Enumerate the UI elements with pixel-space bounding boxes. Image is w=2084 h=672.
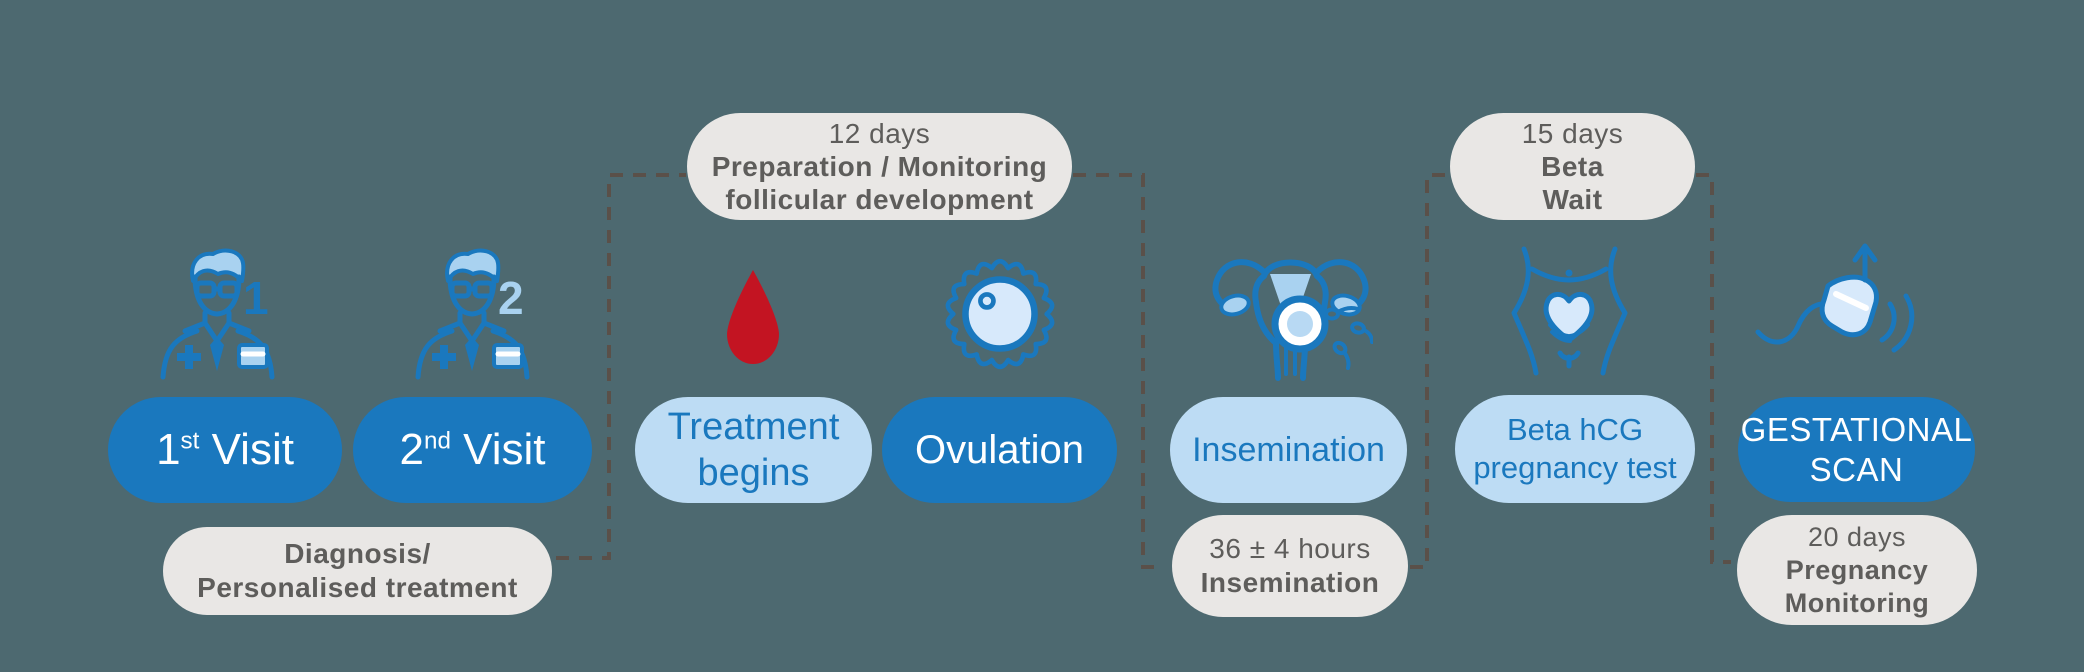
ovulation-label: Ovulation	[915, 427, 1084, 472]
ultrasound-icon	[1752, 240, 1932, 372]
treatment-begins-line1: Treatment	[667, 406, 840, 448]
beta-wait-line2: Beta	[1541, 151, 1604, 182]
pill-first-visit: 1st Visit	[108, 397, 342, 503]
pill-beta-wait: 15 days Beta Wait	[1450, 113, 1695, 220]
uterus-icon	[1208, 248, 1374, 383]
gestational-scan-line2: SCAN	[1809, 450, 1904, 488]
beta-hcg-line1: Beta hCG	[1506, 412, 1644, 447]
ovum-icon	[944, 258, 1056, 370]
preparation-days: 12 days	[828, 118, 931, 149]
beta-wait-days: 15 days	[1521, 118, 1624, 149]
treatment-begins-line2: begins	[697, 452, 810, 494]
preparation-line2: Preparation / Monitoring	[711, 151, 1048, 182]
pill-insemination-timing: 36 ± 4 hours Insemination	[1172, 515, 1408, 617]
beta-hcg-line2: pregnancy test	[1473, 450, 1677, 485]
insemination-timing-label: Insemination	[1200, 567, 1380, 598]
dashed-connector-insemination-to-betawait	[1410, 173, 1449, 569]
pill-insemination: Insemination	[1170, 397, 1407, 503]
first-visit-word: Visit	[211, 425, 294, 474]
pregnancy-monitoring-days: 20 days	[1807, 521, 1907, 552]
pill-beta-hcg: Beta hCG pregnancy test	[1455, 395, 1695, 503]
second-visit-word: Visit	[463, 425, 546, 474]
diagnosis-line1: Diagnosis/	[284, 538, 431, 569]
second-visit-label: 2nd Visit	[400, 425, 546, 475]
belly-heart-icon	[1502, 245, 1637, 380]
pill-preparation-monitoring: 12 days Preparation / Monitoring follicu…	[687, 113, 1072, 220]
second-visit-ordinal: nd	[424, 427, 451, 455]
blood-drop-icon	[722, 268, 784, 368]
first-visit-number: 1	[156, 425, 181, 474]
pill-second-visit: 2nd Visit	[353, 397, 592, 503]
doctor-1-icon: 1	[155, 245, 280, 380]
insemination-timing-hours: 36 ± 4 hours	[1209, 533, 1371, 564]
pill-ovulation: Ovulation	[882, 397, 1117, 503]
dashed-connector-preparation-to-insemination	[1073, 173, 1160, 569]
diagnosis-line2: Personalised treatment	[197, 572, 518, 603]
pill-pregnancy-monitoring: 20 days Pregnancy Monitoring	[1737, 515, 1977, 625]
preparation-line3: follicular development	[725, 184, 1034, 215]
doctor-2-icon: 2	[410, 245, 535, 380]
first-visit-label: 1st Visit	[156, 425, 294, 475]
dashed-connector-diagnosis-to-preparation	[556, 173, 686, 560]
pill-treatment-begins: Treatment begins	[635, 397, 872, 503]
pregnancy-monitoring-line3: Monitoring	[1784, 587, 1930, 618]
doctor-1-number: 1	[243, 272, 269, 324]
gestational-scan-line1: GESTATIONAL	[1740, 410, 1973, 448]
pill-gestational-scan: GESTATIONAL SCAN	[1738, 397, 1975, 502]
doctor-2-number: 2	[498, 272, 524, 324]
pill-diagnosis: Diagnosis/ Personalised treatment	[163, 527, 552, 615]
pregnancy-monitoring-line2: Pregnancy	[1785, 554, 1929, 585]
dashed-connector-betawait-to-monitoring	[1696, 173, 1731, 564]
second-visit-number: 2	[399, 425, 424, 474]
first-visit-ordinal: st	[180, 427, 200, 455]
beta-wait-line3: Wait	[1542, 184, 1603, 215]
insemination-label: Insemination	[1192, 430, 1385, 469]
